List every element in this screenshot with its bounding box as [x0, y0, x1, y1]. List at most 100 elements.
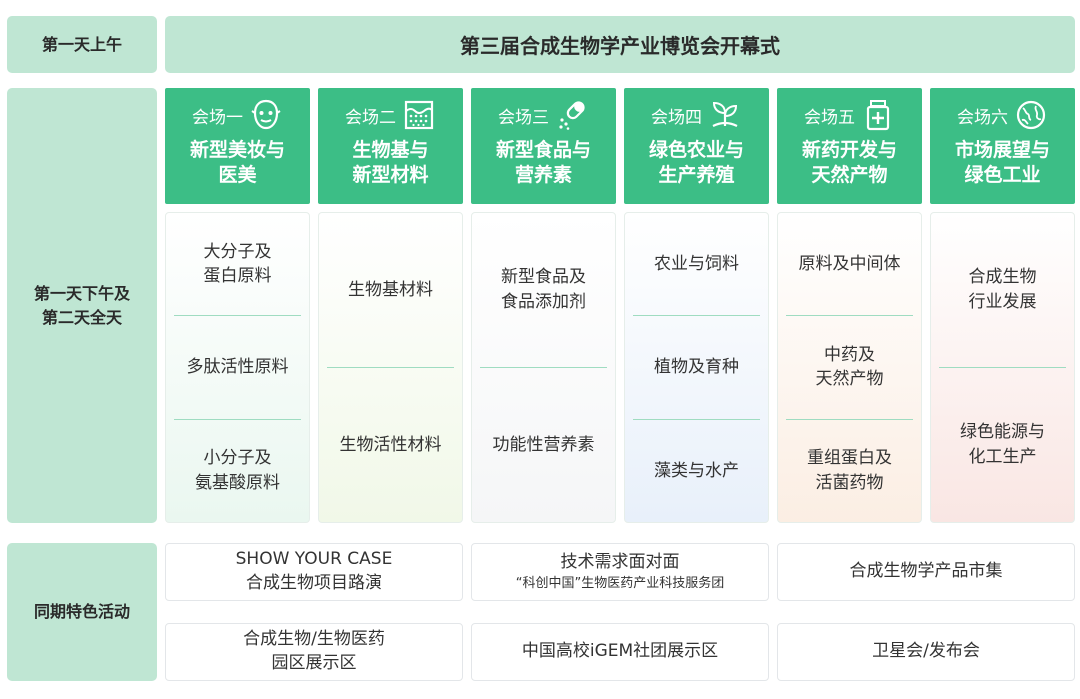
venue-theme: 新型美妆与医美 [190, 138, 285, 189]
divider [174, 315, 301, 317]
line-text: 天然产物 [815, 369, 884, 390]
line-text: 化工生产 [968, 447, 1037, 467]
line-text: 市场展望与 [954, 139, 1050, 161]
topic-item: 新型食品及食品添加剂 [472, 213, 615, 367]
line-text: 氨基酸原料 [195, 472, 280, 493]
line-text: 行业发展 [968, 292, 1037, 312]
activity-text: 卫星会/发布会 [872, 641, 980, 662]
venue-theme: 新型食品与营养素 [496, 138, 591, 189]
line-text: 生物基材料 [348, 279, 433, 300]
venue-topics-4: 农业与饲料植物及育种藻类与水产 [624, 212, 769, 523]
line-text: 新型食品与 [495, 139, 591, 161]
face-mask-icon [249, 98, 283, 132]
line-text: 营养素 [514, 164, 572, 187]
line-text: 新型材料 [352, 164, 429, 187]
topic-item: 农业与饲料 [625, 213, 768, 315]
topic-item: 重组蛋白及活菌药物 [778, 420, 921, 522]
globe-leaf-icon [1014, 98, 1048, 132]
line-text: 医美 [218, 164, 257, 187]
topic-item: 功能性营养素 [472, 368, 615, 522]
line-text: 中药及 [824, 344, 875, 365]
venue-topics-3: 新型食品及食品添加剂功能性营养素 [471, 212, 616, 523]
line-text: 天然产物 [811, 164, 888, 187]
activity-card: SHOW YOUR CASE 合成生物项目路演 [165, 543, 463, 601]
line-text: 农业与饲料 [654, 253, 739, 274]
topic-item: 合成生物行业发展 [931, 213, 1074, 367]
line-text: 食品添加剂 [501, 292, 586, 312]
venue-header-4: 会场四 绿色农业与生产养殖 [624, 88, 769, 204]
topic-item: 生物活性材料 [319, 368, 462, 522]
topic-item: 原料及中间体 [778, 213, 921, 315]
venue-topics-6: 合成生物行业发展绿色能源与化工生产 [930, 212, 1075, 523]
row-label-morning: 第一天上午 [7, 16, 157, 73]
line-text: 新型食品及 [501, 267, 586, 288]
topic-item: 生物基材料 [319, 213, 462, 367]
venue-number: 会场四 [651, 107, 702, 128]
venue-theme: 绿色农业与生产养殖 [649, 138, 744, 189]
divider [633, 418, 760, 420]
topic-item: 绿色能源与化工生产 [931, 368, 1074, 522]
topic-item: 藻类与水产 [625, 420, 768, 522]
material-tank-icon [402, 98, 436, 132]
line-text: 生物活性材料 [339, 434, 442, 455]
line-text: 大分子及 [203, 241, 272, 262]
venue-header-3: 会场三 新型食品与营养素 [471, 88, 616, 204]
line-text: 功能性营养素 [492, 434, 595, 455]
activity-card: 中国高校iGEM社团展示区 [471, 623, 769, 681]
line-text: 新型美妆与 [189, 139, 285, 161]
medicine-bottle-icon [861, 98, 895, 132]
divider [786, 418, 913, 420]
line-text: 活菌药物 [815, 472, 884, 493]
activity-card: 技术需求面对面 “科创中国”生物医药产业科技服务团 [471, 543, 769, 601]
line-text: 绿色农业与 [648, 139, 744, 161]
venue-header-6: 会场六 市场展望与绿色工业 [930, 88, 1075, 204]
activity-text: 合成生物/生物医药 [243, 629, 385, 650]
divider [480, 367, 607, 368]
row-label-afternoon: 第一天下午及第二天全天 [7, 88, 157, 523]
capsule-icon [555, 98, 589, 132]
venue-header-1: 会场一 新型美妆与医美 [165, 88, 310, 204]
activity-card: 合成生物学产品市集 [777, 543, 1075, 601]
line-text: 生物基与 [352, 139, 429, 161]
topic-item: 大分子及蛋白原料 [166, 213, 309, 315]
sprout-icon [708, 98, 742, 132]
divider [633, 315, 760, 317]
activity-text: 园区展示区 [271, 653, 357, 673]
line-text: 多肽活性原料 [186, 357, 289, 378]
activity-card: 合成生物/生物医药园区展示区 [165, 623, 463, 681]
line-text: 合成生物 [968, 267, 1037, 288]
activity-text: SHOW YOUR CASE [235, 549, 393, 570]
venue-topics-5: 原料及中间体中药及天然产物重组蛋白及活菌药物 [777, 212, 922, 523]
line-text: 绿色工业 [964, 164, 1041, 187]
venue-number: 会场三 [498, 107, 549, 128]
divider [939, 367, 1066, 368]
divider [786, 315, 913, 317]
venue-header-5: 会场五 新药开发与天然产物 [777, 88, 922, 204]
venue-topics-2: 生物基材料生物活性材料 [318, 212, 463, 523]
venue-topics-1: 大分子及蛋白原料多肽活性原料小分子及氨基酸原料 [165, 212, 310, 523]
venue-number: 会场五 [804, 107, 855, 128]
line-text: 新药开发与 [801, 139, 897, 161]
venue-theme: 市场展望与绿色工业 [955, 138, 1050, 189]
line-text: 生产养殖 [658, 164, 735, 187]
activity-text: “科创中国”生物医药产业科技服务团 [515, 575, 725, 591]
venue-number: 会场二 [345, 107, 396, 128]
topic-item: 中药及天然产物 [778, 316, 921, 418]
venue-number: 会场六 [957, 107, 1008, 128]
activity-text: 合成生物项目路演 [246, 573, 382, 593]
line-text: 小分子及 [203, 448, 272, 469]
activity-card: 卫星会/发布会 [777, 623, 1075, 681]
divider [327, 367, 454, 368]
line-text: 蛋白原料 [203, 266, 272, 287]
line-text: 绿色能源与 [960, 422, 1045, 443]
topic-item: 多肽活性原料 [166, 316, 309, 418]
row-label-activities: 同期特色活动 [7, 543, 157, 681]
activity-text: 合成生物学产品市集 [849, 561, 1003, 582]
venue-number: 会场一 [192, 107, 243, 128]
line-text: 植物及育种 [654, 357, 739, 378]
venue-header-2: 会场二 生物基与新型材料 [318, 88, 463, 204]
line-text: 藻类与水产 [654, 460, 739, 481]
activity-text: 技术需求面对面 [560, 552, 680, 572]
topic-item: 植物及育种 [625, 316, 768, 418]
line-text: 重组蛋白及 [807, 448, 892, 469]
